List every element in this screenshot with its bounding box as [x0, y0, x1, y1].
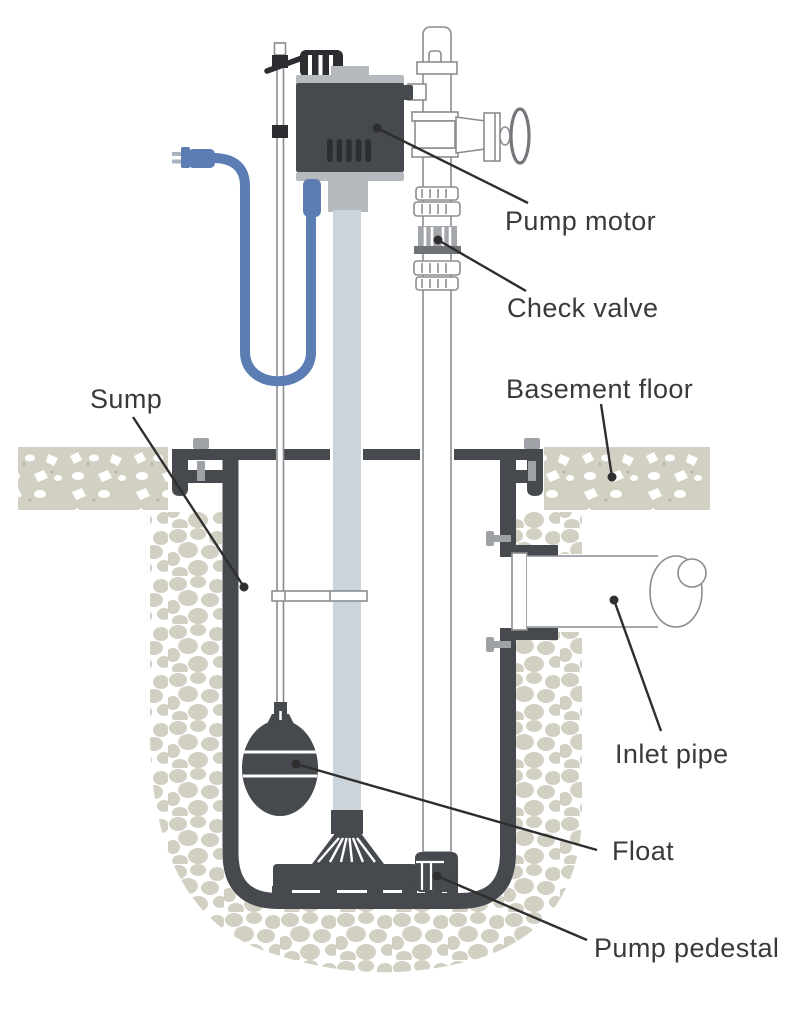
power-cord: [172, 147, 321, 387]
label-basement-floor: Basement floor: [506, 374, 694, 404]
inlet-bolt-top: [486, 531, 511, 546]
rim-bolt-left: [193, 438, 209, 481]
shaft-housing: [328, 180, 368, 212]
coupling-lower: [413, 260, 461, 291]
valve-handwheel: [509, 107, 531, 165]
gravel-bed: [150, 512, 582, 973]
label-pump-motor: Pump motor: [505, 206, 657, 236]
basement-floor-left: [18, 447, 168, 510]
label-sump: Sump: [90, 384, 163, 414]
leader-lines: [131, 123, 663, 942]
rim-bolt-right: [524, 438, 540, 481]
power-plug: [172, 147, 215, 168]
base-feet: [272, 886, 458, 901]
inlet-pipe: [511, 552, 707, 631]
label-inlet-pipe: Inlet pipe: [615, 739, 729, 769]
float-rod-clamp-lower: [272, 125, 288, 138]
label-float: Float: [612, 836, 675, 866]
pump-motor: [296, 50, 427, 181]
pump-pedestal-base: [272, 832, 458, 901]
coupling-upper: [413, 186, 461, 217]
leader-float: [295, 762, 598, 852]
gate-valve: [411, 107, 531, 165]
pump-column: [328, 180, 368, 834]
leader-pump-motor: [376, 126, 529, 205]
basement-floor-right: [544, 447, 710, 510]
rod-guide-bracket: [271, 590, 368, 602]
base-bar: [273, 864, 417, 890]
leader-check-valve: [437, 238, 527, 293]
leader-pump-pedestal: [436, 874, 588, 942]
float-ball: [242, 702, 318, 816]
motor-vents: [327, 139, 371, 162]
sump-liner: [172, 438, 558, 909]
leader-basement-floor: [599, 403, 614, 478]
cord-connector: [303, 179, 321, 217]
inlet-sleeve: [511, 552, 528, 631]
diffuser-fan: [312, 832, 384, 864]
pipe-strap: [416, 61, 458, 75]
diffuser-fins: [317, 837, 376, 863]
label-pump-pedestal: Pump pedestal: [594, 933, 780, 963]
float-rod-cap: [273, 42, 287, 56]
column-cap: [331, 810, 363, 834]
leader-inlet-pipe: [612, 599, 663, 732]
leader-sump: [131, 416, 246, 588]
label-check-valve: Check valve: [507, 293, 659, 323]
motor-body: [296, 83, 404, 172]
inlet-bolt-bottom: [486, 637, 511, 652]
inlet-flange-bottom: [500, 628, 558, 640]
